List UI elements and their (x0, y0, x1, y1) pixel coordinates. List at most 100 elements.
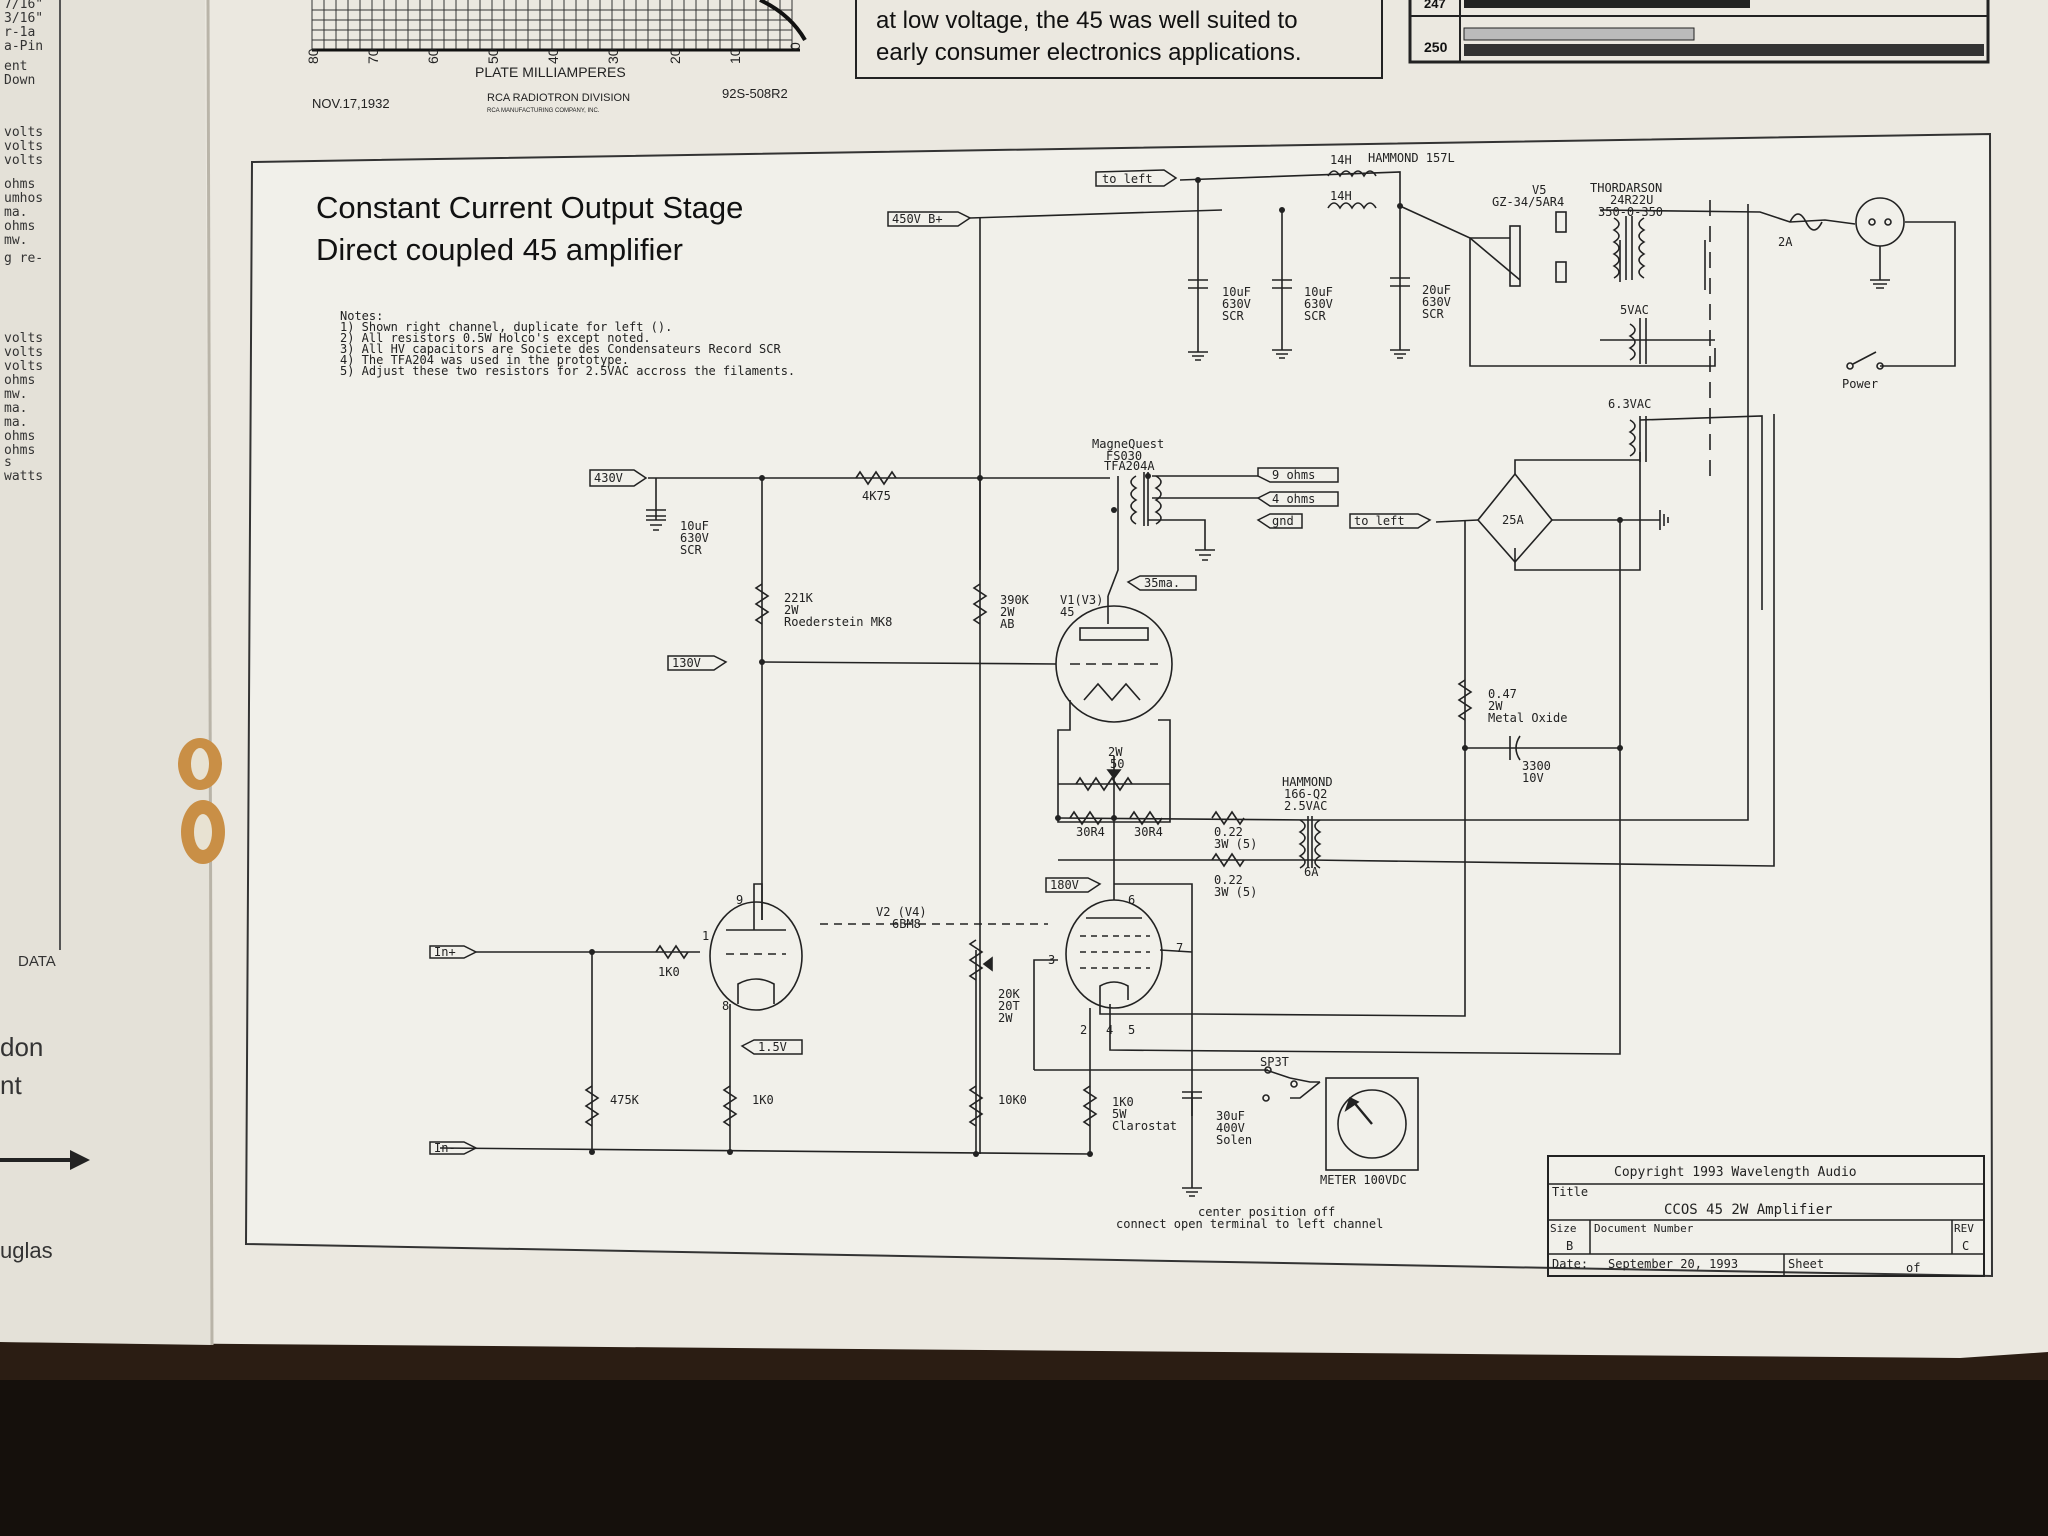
meter-dial (1337, 1089, 1407, 1159)
component-labels: 14H HAMMOND 157L 14H 10uF 630V SCR 10uF … (610, 151, 1878, 1231)
lbl-1k0-in: 1K0 (658, 965, 680, 979)
lbl-390k-a: 390K (1000, 593, 1030, 607)
frag-23: ohms (4, 429, 35, 444)
lbl-v1: V1(V3) (1060, 593, 1103, 607)
lbl-cap3-b: 630V (1422, 295, 1451, 309)
chart-source-2: RCA MANUFACTURING COMPANY, INC. (487, 108, 600, 114)
frag-24: ohms (4, 443, 35, 458)
chart-code: 92S-508R2 (722, 86, 788, 101)
fuse (1789, 213, 1823, 231)
lbl-cap2-b: 630V (1304, 297, 1333, 311)
title-block: Copyright 1993 Wavelength Audio Title CC… (1547, 1155, 1985, 1277)
tick-20: 20 (667, 48, 683, 64)
resistor-30r4-b (1129, 810, 1163, 826)
lbl-cap430-a: 10uF (680, 519, 709, 533)
resistor-4k75 (855, 470, 897, 486)
frag-13: ohms (4, 219, 35, 234)
meter-box (1325, 1077, 1419, 1171)
lbl-221k-b: 2W (784, 603, 799, 617)
pin-8: 8 (722, 999, 729, 1013)
net-flags: to left 450V B+ 430V 130V 35ma. 180V In+… (429, 169, 1432, 1155)
filament-transformer (1298, 819, 1306, 869)
svg-text:130V: 130V (672, 656, 701, 670)
lbl-63vac: 6.3VAC (1608, 397, 1651, 411)
lbl-fuse: 2A (1778, 235, 1793, 249)
tick-10: 10 (727, 48, 743, 64)
lbl-bridge: 25A (1502, 513, 1524, 527)
svg-text:450V B+: 450V B+ (892, 212, 943, 226)
tb-of-label: of (1906, 1261, 1920, 1275)
chart-date: NOV.17,1932 (312, 96, 390, 111)
frag-6: Down (4, 73, 35, 88)
frag-11: umhos (4, 191, 43, 206)
svg-text:In+: In+ (434, 945, 456, 959)
frag-19: ohms (4, 373, 35, 388)
callout-box: at low voltage, the 45 was well suited t… (855, 0, 1383, 79)
tick-30: 30 (605, 48, 621, 64)
ground-7 (1182, 1187, 1202, 1197)
lbl-pt-part: 24R22U (1610, 193, 1653, 207)
lbl-ot-part: FS030 (1106, 449, 1142, 463)
lbl-v2: V2 (V4) (876, 905, 927, 919)
pin-1: 1 (702, 929, 709, 943)
tube-v1-45 (1055, 605, 1173, 723)
choke-2 (1327, 202, 1377, 210)
frag-5: ent (4, 59, 27, 74)
lbl-ft-make: HAMMOND (1282, 775, 1333, 789)
svg-text:9 ohms: 9 ohms (1272, 468, 1315, 482)
lbl-022a-b: 3W (5) (1214, 837, 1257, 851)
top-table-fragment: 247 250 (1408, 0, 1990, 64)
lbl-cap1-c: SCR (1222, 309, 1244, 323)
lbl-30uf-a: 30uF (1216, 1109, 1245, 1123)
tube-v2-triode (709, 901, 803, 1011)
page-fold (206, 0, 214, 1346)
binding-holes (178, 738, 225, 864)
lbl-ft-volts: 2.5VAC (1284, 799, 1327, 813)
frag-25: s (4, 455, 12, 470)
frag-4: a-Pin (4, 39, 43, 54)
tick-60: 60 (425, 48, 441, 64)
tb-size: B (1566, 1239, 1573, 1253)
tick-80: 80 (305, 48, 321, 64)
lbl-1k0-5w-b: 5W (1112, 1107, 1127, 1121)
lbl-5vac: 5VAC (1620, 303, 1649, 317)
flag-4-ohms: 4 ohms (1256, 491, 1339, 507)
lbl-4k75: 4K75 (862, 489, 891, 503)
lbl-pot50-b: 50 (1110, 757, 1124, 771)
pin-4: 4 (1106, 1023, 1113, 1037)
frag-21: ma. (4, 401, 27, 416)
callout-line-2: early consumer electronics applications. (876, 39, 1302, 66)
flag-b-plus: 450V B+ (887, 211, 972, 227)
lbl-221k-a: 221K (784, 591, 814, 605)
lbl-221k-c: Roederstein MK8 (784, 615, 892, 629)
svg-text:gnd: gnd (1272, 514, 1294, 528)
frag-8: volts (4, 139, 43, 154)
tick-40: 40 (545, 48, 561, 64)
note-2: 2) All resistors 0.5W Holco's except not… (340, 331, 651, 345)
lbl-pt-make: THORDARSON (1590, 181, 1662, 195)
pin-2: 2 (1080, 1023, 1087, 1037)
flag-1-5v: 1.5V (740, 1039, 803, 1055)
tb-rev: C (1962, 1239, 1969, 1253)
frag-15: g re- (4, 251, 43, 266)
flag-130v: 130V (667, 655, 728, 671)
lbl-20k-a: 20K (998, 987, 1020, 1001)
schematic-title-1: Constant Current Output Stage (316, 190, 743, 225)
schematic-border (244, 132, 1994, 1278)
lbl-30uf-b: 400V (1216, 1121, 1245, 1135)
resistor-390k (972, 583, 988, 625)
frag-7: volts (4, 125, 43, 140)
frag-1: 7/16" (4, 0, 43, 12)
svg-text:430V: 430V (594, 471, 623, 485)
lbl-047-c: Metal Oxide (1488, 711, 1567, 725)
resistor-475k (584, 1085, 600, 1127)
frag-uglas: uglas (0, 1238, 53, 1263)
data-label: DATA (18, 953, 56, 970)
lbl-cap3-c: SCR (1422, 307, 1444, 321)
frag-nt: nt (0, 1070, 22, 1100)
flag-to-left-top: to left (1095, 169, 1178, 187)
power-transformer (1612, 217, 1620, 279)
tb-doc-label: Document Number (1594, 1222, 1694, 1235)
lbl-v1-type: 45 (1060, 605, 1074, 619)
